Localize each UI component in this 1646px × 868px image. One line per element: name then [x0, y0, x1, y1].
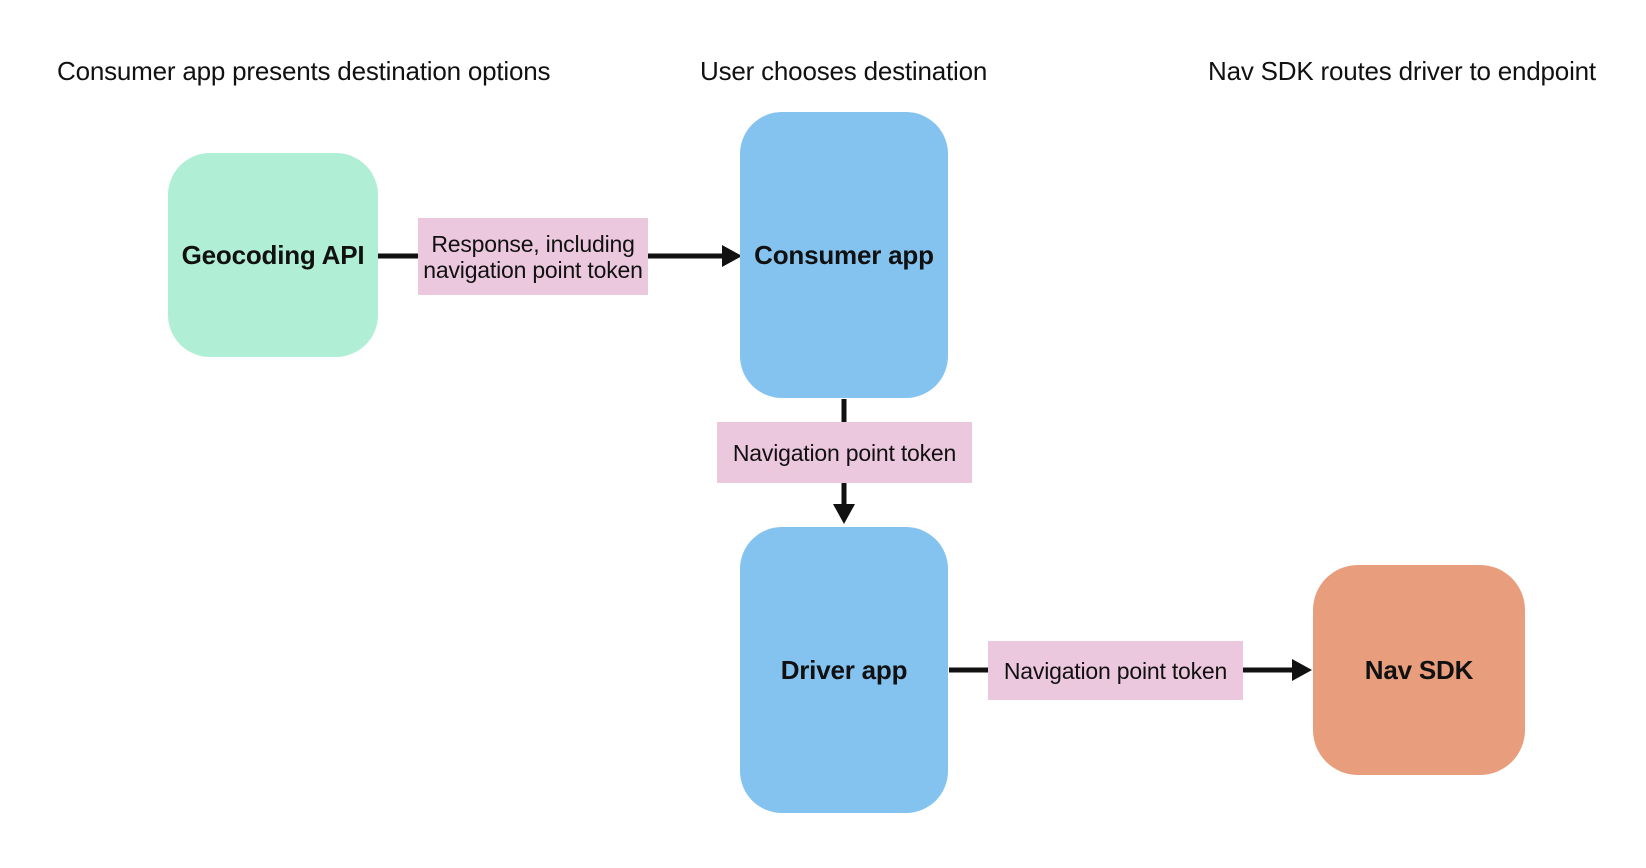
stage-heading-user-chooses: User chooses destination	[700, 56, 988, 86]
edge-label-navigation-point-token-2: Navigation point token	[988, 641, 1243, 700]
arrowhead-down-icon	[833, 504, 855, 524]
node-nav-sdk: Nav SDK	[1313, 565, 1525, 775]
arrowhead-right-icon	[1292, 659, 1312, 681]
edge-label-response-including-token: Response, including navigation point tok…	[418, 218, 648, 295]
arrowhead-right-icon	[722, 245, 742, 267]
node-driver-app: Driver app	[740, 527, 948, 813]
stage-heading-consumer-presents: Consumer app presents destination option…	[57, 56, 551, 86]
node-geocoding-api: Geocoding API	[168, 153, 378, 357]
edge-label-navigation-point-token-1: Navigation point token	[717, 422, 972, 483]
node-consumer-app: Consumer app	[740, 112, 948, 398]
stage-heading-nav-sdk-routes: Nav SDK routes driver to endpoint	[1208, 56, 1596, 86]
